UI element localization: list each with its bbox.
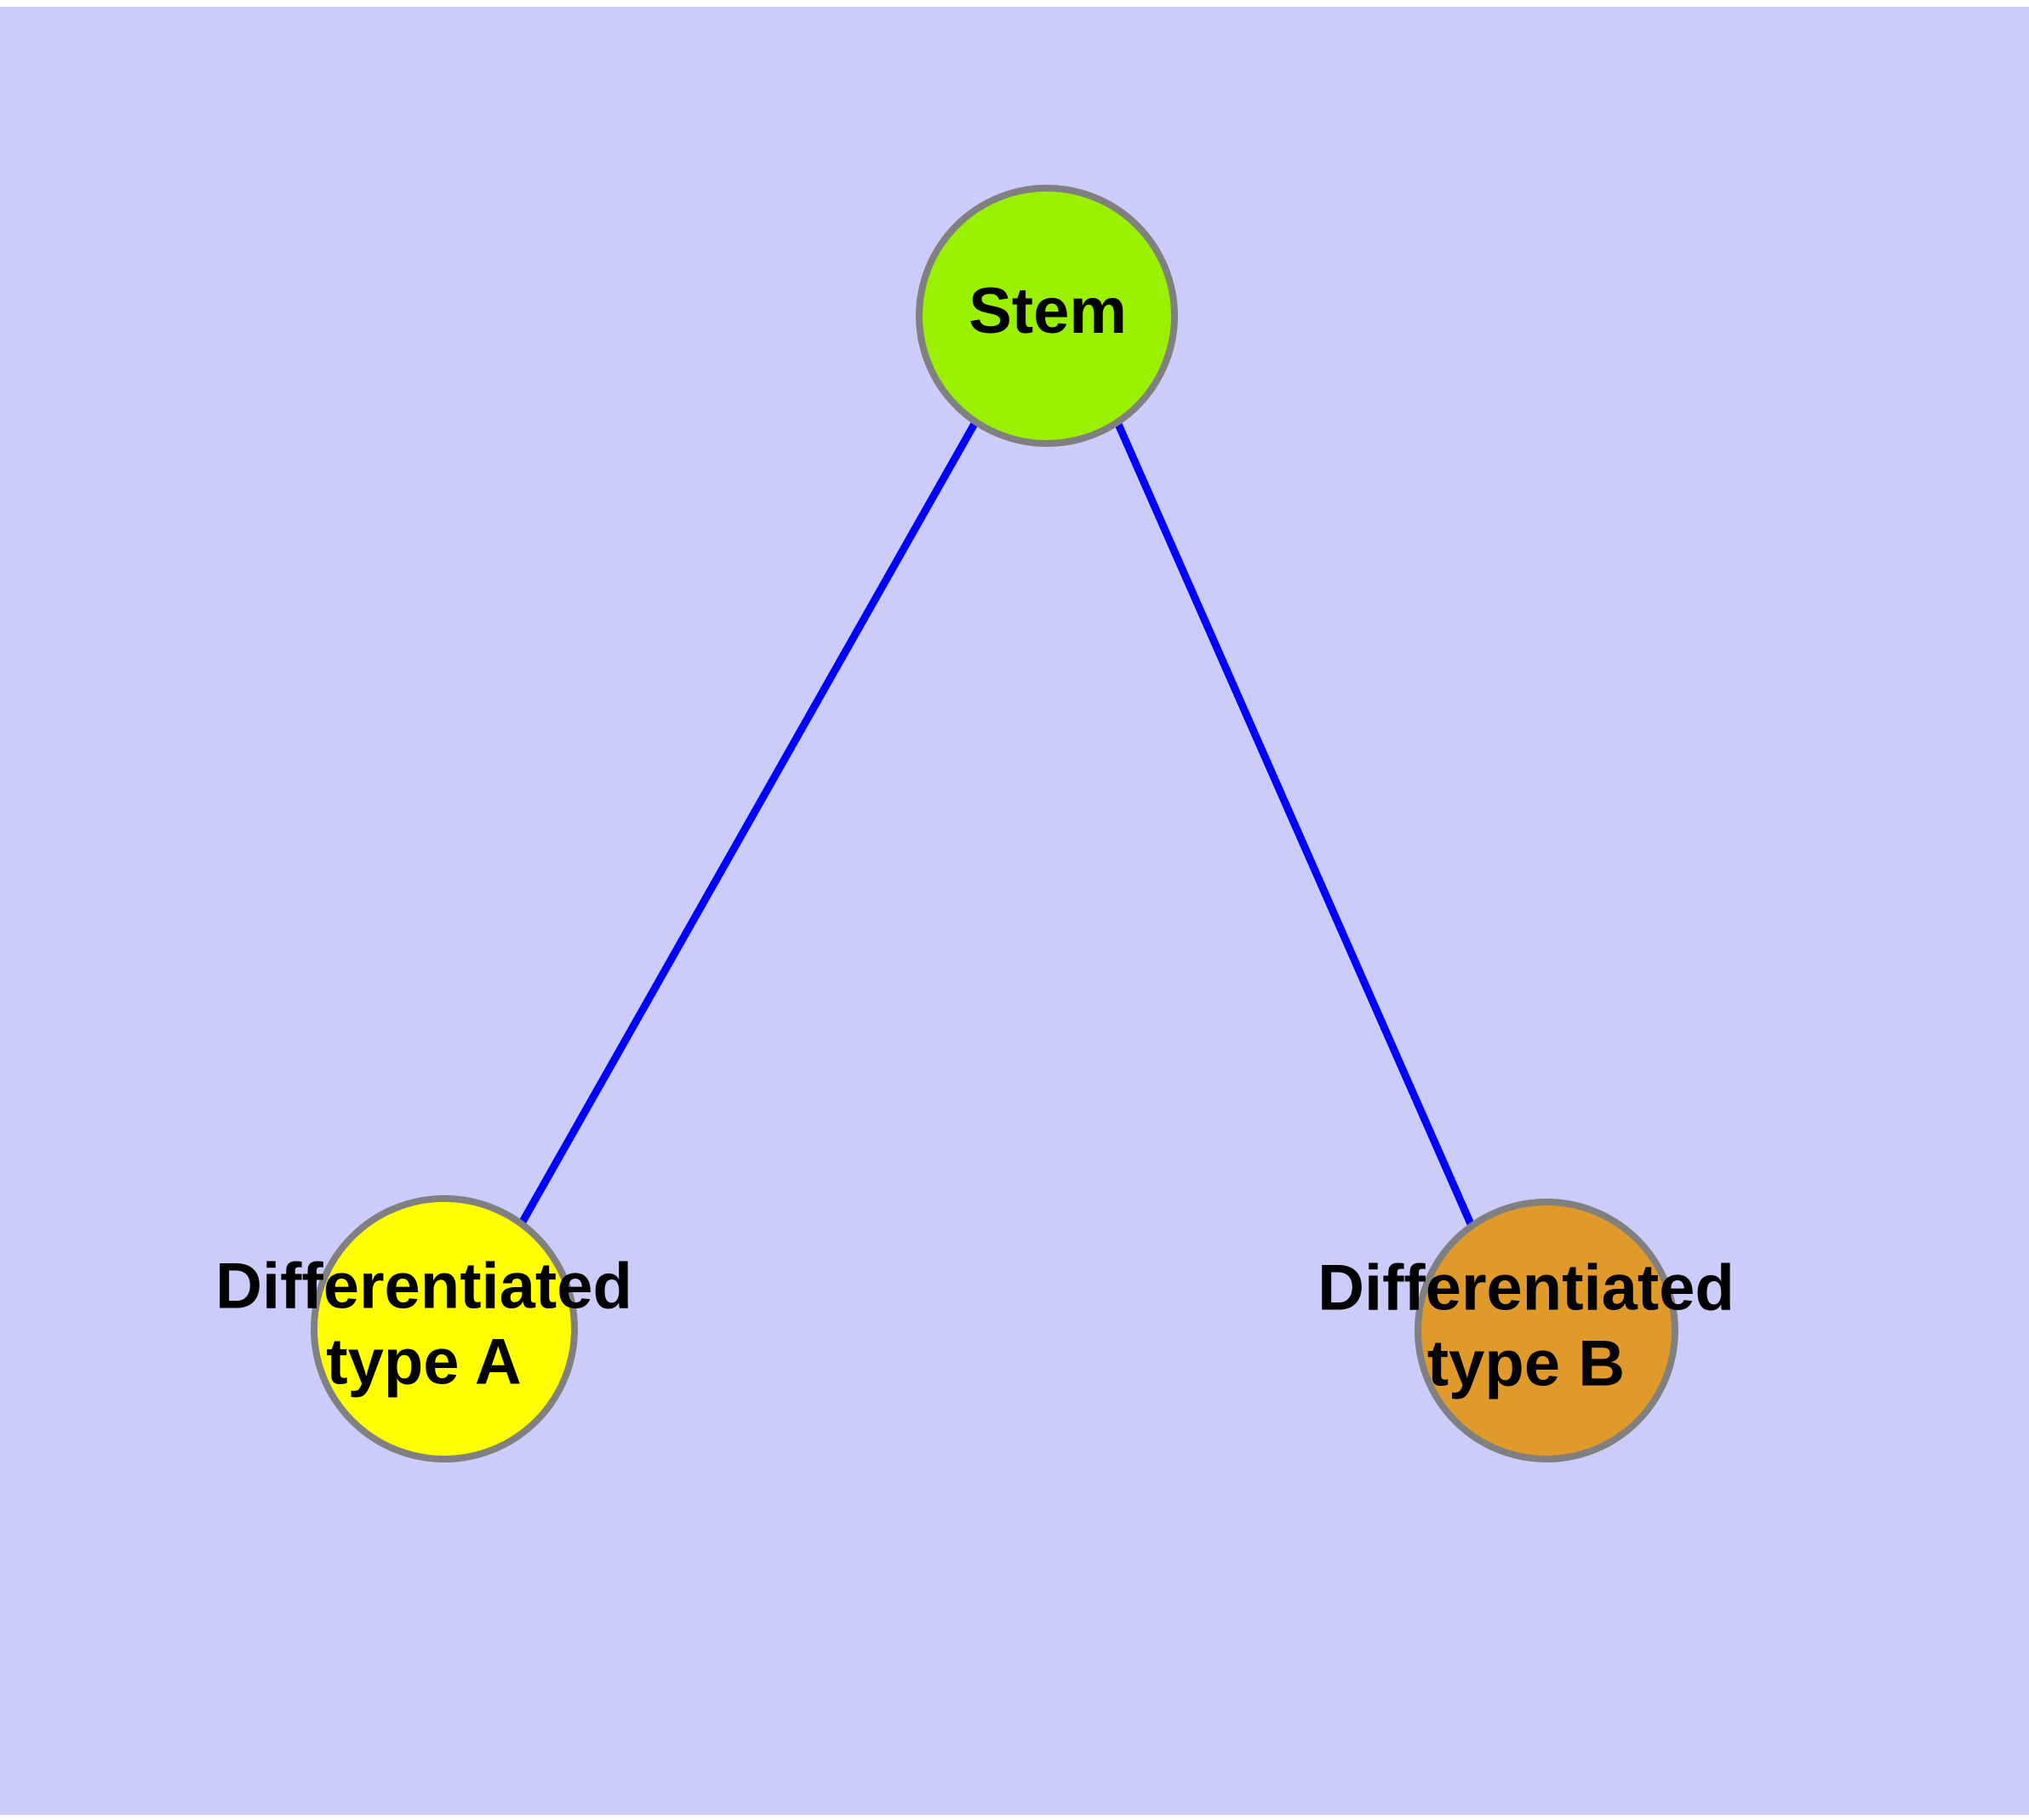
edge-stem-to-diff_b[interactable] bbox=[1113, 421, 1476, 1228]
node-label-line: Differentiated bbox=[1317, 1252, 1735, 1325]
edges-layer bbox=[518, 420, 1476, 1228]
nodes-layer bbox=[311, 185, 1678, 1462]
node-label-stem: Stem bbox=[969, 275, 1127, 347]
node-label-line: type B bbox=[1427, 1328, 1625, 1400]
node-label-line: Differentiated bbox=[215, 1251, 632, 1323]
node-diff_b[interactable] bbox=[1415, 1199, 1678, 1462]
node-label-line: type A bbox=[326, 1326, 521, 1399]
node-diff_a[interactable] bbox=[311, 1195, 578, 1462]
edge-stem-to-diff_a[interactable] bbox=[518, 420, 979, 1226]
node-stem[interactable] bbox=[916, 185, 1178, 447]
node-label-line: Stem bbox=[969, 275, 1127, 347]
